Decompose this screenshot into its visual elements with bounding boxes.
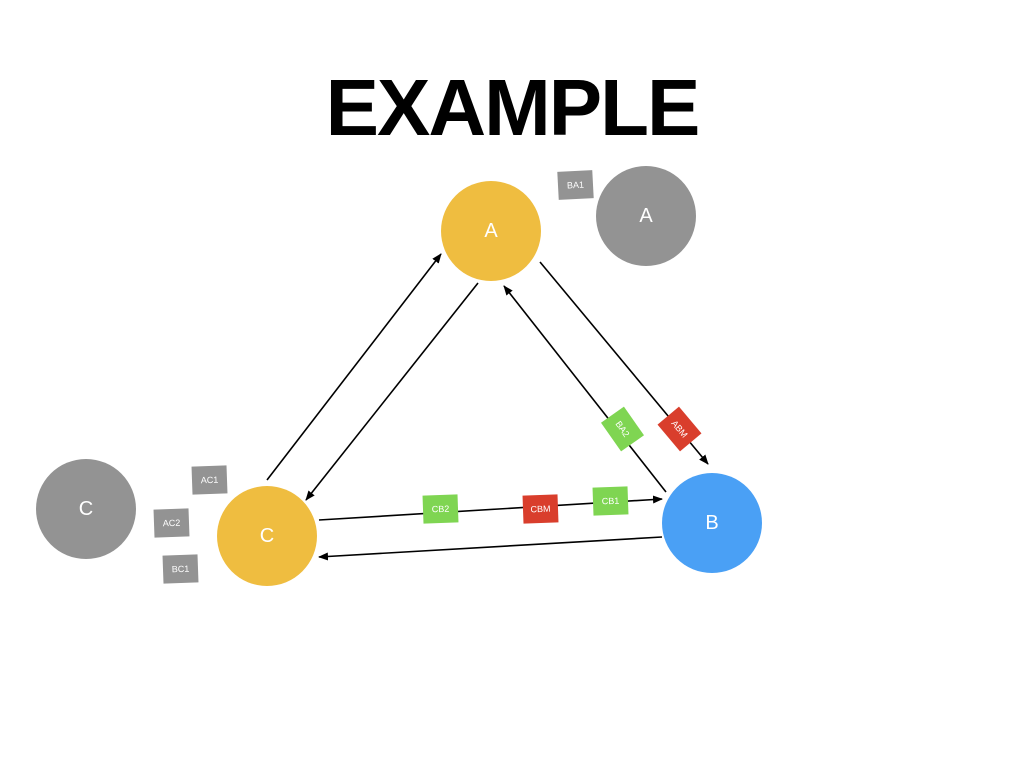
node-b-label: B: [705, 511, 719, 534]
node-a: A: [441, 181, 541, 281]
tag-ac1: AC1: [191, 465, 228, 495]
node-c-label: C: [259, 524, 275, 547]
tag-bc1: BC1: [162, 554, 199, 584]
tag-ac2: AC2: [153, 508, 190, 538]
node-b: B: [662, 473, 762, 573]
node-a-ghost: A: [596, 166, 696, 266]
tag-cb2: CB2: [422, 494, 459, 524]
node-c-ghost-label: C: [78, 497, 94, 520]
edge-a-to-c: [305, 282, 479, 501]
node-c: C: [217, 486, 317, 586]
tag-cbm: CBM: [522, 494, 559, 524]
node-c-ghost: C: [36, 459, 136, 559]
node-a-ghost-label: A: [639, 204, 653, 227]
tag-ba1: BA1: [557, 170, 594, 200]
node-a-label: A: [484, 219, 498, 242]
diagram-title: EXAMPLE: [325, 63, 701, 152]
edge-b-to-a: [503, 285, 667, 493]
edge-c-to-a: [266, 253, 442, 481]
tag-cb1: CB1: [592, 486, 629, 516]
edge-b-to-c: [318, 536, 663, 561]
